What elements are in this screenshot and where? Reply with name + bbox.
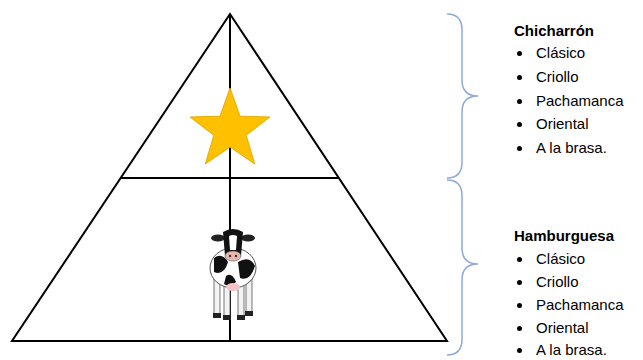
curly-brace: [447, 14, 478, 178]
list-item: Clásico: [536, 250, 585, 267]
list-item: Clásico: [536, 44, 585, 61]
list-bullet: [517, 326, 522, 331]
list-item: Pachamanca: [536, 296, 624, 313]
list-item: Oriental: [536, 319, 589, 336]
list-heading: Chicharrón: [514, 22, 594, 39]
list-item: Criollo: [536, 68, 579, 85]
curly-brace: [447, 180, 478, 355]
cow-picture: [210, 229, 256, 320]
star-icon: [190, 88, 270, 164]
list-bullet: [517, 51, 522, 56]
list-bullet: [517, 348, 522, 353]
list-item: Pachamanca: [536, 92, 624, 109]
list-bullet: [517, 122, 522, 127]
list-heading: Hamburguesa: [514, 227, 614, 244]
list-item: A la brasa.: [536, 341, 607, 358]
pyramid-outline: [12, 14, 447, 341]
list-bullet: [517, 75, 522, 80]
list-bullet: [517, 280, 522, 285]
list-bullet: [517, 257, 522, 262]
list-bullet: [517, 303, 522, 308]
list-item: A la brasa.: [536, 139, 607, 156]
list-item: Oriental: [536, 115, 589, 132]
list-item: Criollo: [536, 273, 579, 290]
list-bullet: [517, 146, 522, 151]
list-bullet: [517, 99, 522, 104]
